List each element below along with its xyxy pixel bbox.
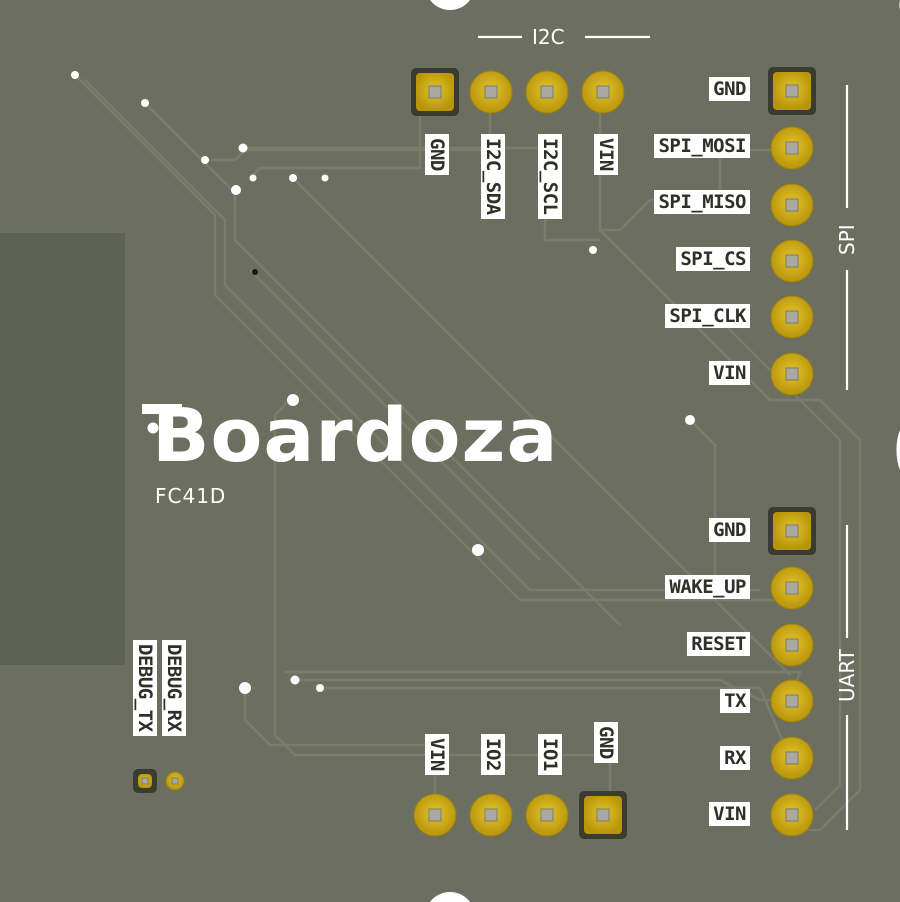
uart-pin-2[interactable] (770, 566, 814, 610)
debug-label-tx: DEBUG_TX (133, 640, 157, 736)
uart-label-rx: RX (720, 746, 750, 770)
spi-section-title: SPI (835, 224, 859, 255)
uart-pin-3[interactable] (770, 623, 814, 667)
spi-pin-4[interactable] (770, 239, 814, 283)
spi-pin-6[interactable] (770, 352, 814, 396)
uart-label-reset: RESET (687, 632, 750, 656)
uart-label-wake-up: WAKE_UP (665, 575, 750, 599)
i2c-section-title: I2C (532, 25, 565, 49)
i2c-pin-2[interactable] (469, 70, 513, 114)
section-lines (478, 35, 849, 830)
uart-pin-5[interactable] (770, 736, 814, 780)
i2c-pin-4[interactable] (581, 70, 625, 114)
spi-label-mosi: SPI_MOSI (654, 134, 750, 158)
spi-pin-2[interactable] (770, 126, 814, 170)
uart-label-vin: VIN (709, 802, 750, 826)
spi-label-miso: SPI_MISO (654, 190, 750, 214)
i2c-label-vin: VIN (594, 134, 618, 175)
i2c-label-sda: I2C_SDA (481, 134, 505, 219)
uart-pin-6[interactable] (770, 793, 814, 837)
spi-label-gnd: GND (709, 77, 750, 101)
brand-logo-mark-icon (142, 404, 182, 434)
uart-pin-1[interactable] (768, 507, 816, 555)
vias (71, 71, 695, 694)
spi-label-cs: SPI_CS (676, 247, 750, 271)
uart-label-gnd: GND (709, 518, 750, 542)
io-label-vin: VIN (425, 734, 449, 775)
wifi-module (0, 233, 125, 665)
model-number: FC41D (155, 484, 227, 508)
io-pin-3[interactable] (525, 793, 569, 837)
debug-tx-pad[interactable] (133, 769, 157, 793)
io-pin-2[interactable] (469, 793, 513, 837)
io-label-io2: IO2 (481, 734, 505, 775)
spi-pin-5[interactable] (770, 295, 814, 339)
brand-logo: Boardoza (142, 396, 682, 476)
i2c-label-scl: I2C_SCL (538, 134, 562, 219)
brand-name: Boardoza (152, 393, 559, 479)
i2c-pin-3[interactable] (525, 70, 569, 114)
spi-label-clk: SPI_CLK (665, 304, 750, 328)
i2c-pin-1[interactable] (411, 68, 459, 116)
spi-pin-3[interactable] (770, 183, 814, 227)
debug-rx-pad[interactable] (165, 771, 185, 791)
debug-label-rx: DEBUG_RX (162, 640, 186, 736)
spi-label-vin: VIN (709, 361, 750, 385)
uart-label-tx: TX (720, 689, 750, 713)
i2c-label-gnd: GND (425, 134, 449, 175)
io-pin-4[interactable] (579, 791, 627, 839)
spi-pin-1[interactable] (768, 67, 816, 115)
uart-section-title: UART (835, 649, 859, 702)
io-pin-1[interactable] (413, 793, 457, 837)
uart-pin-4[interactable] (770, 679, 814, 723)
io-label-io1: IO1 (538, 734, 562, 775)
io-label-gnd: GND (594, 722, 618, 763)
